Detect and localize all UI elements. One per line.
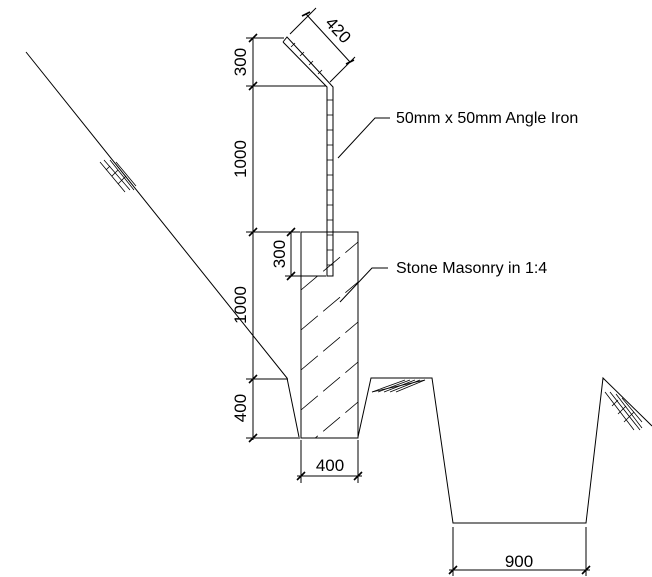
- dim-foundation-depth: 400: [231, 394, 250, 422]
- angle-iron-post: [282, 36, 334, 277]
- dim-masonry-height: 1000: [231, 286, 250, 324]
- angle-iron-label: 50mm x 50mm Angle Iron: [396, 110, 578, 127]
- horizontal-dimensions: [296, 440, 591, 576]
- dim-drain-width: 900: [505, 552, 533, 571]
- inclined-dimension: [289, 7, 356, 83]
- dim-bent-top: 300: [231, 48, 250, 76]
- ground-profile: [25, 51, 652, 524]
- dim-upper-post: 1000: [231, 140, 250, 178]
- dim-masonry-width: 400: [316, 456, 344, 475]
- leader-lines: [337, 117, 390, 303]
- earth-hatch-symbols: [99, 159, 643, 431]
- vertical-dimension-chain: [246, 33, 326, 443]
- dim-embed-depth: 300: [270, 240, 289, 268]
- masonry-block: [300, 231, 359, 439]
- masonry-label: Stone Masonry in 1:4: [396, 260, 547, 277]
- dim-bent-length: 420: [321, 13, 354, 47]
